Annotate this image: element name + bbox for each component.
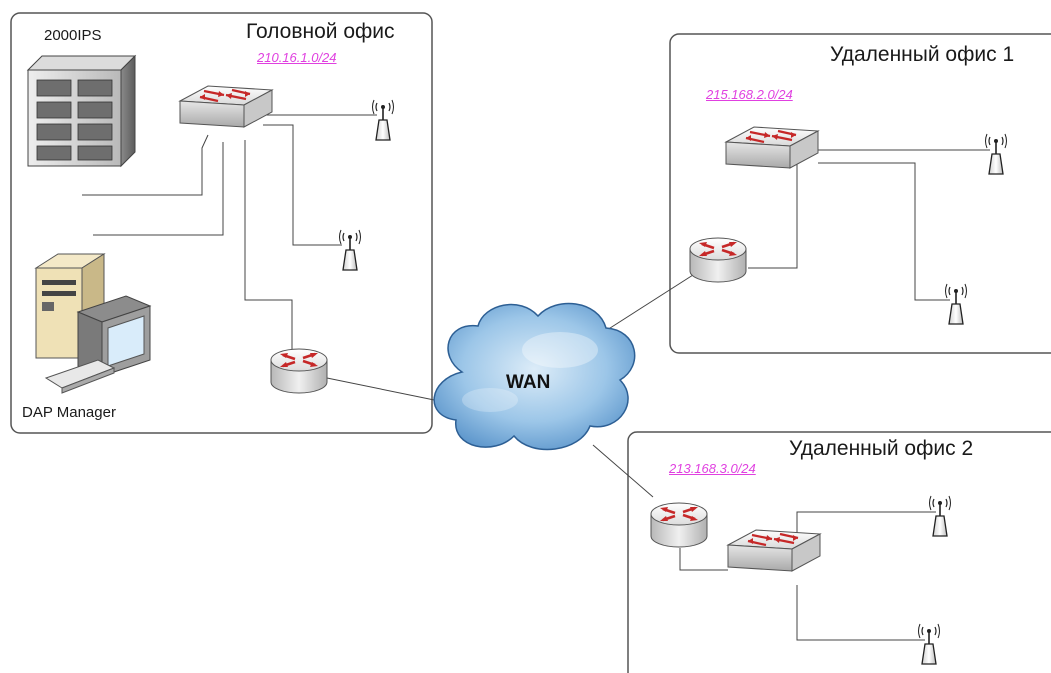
subnet-label-remote-1: 215.168.2.0/24 <box>706 87 793 102</box>
subnet-label-head: 210.16.1.0/24 <box>257 50 337 65</box>
office-title-remote-2: Удаленный офис 2 <box>789 437 974 460</box>
router-icon <box>688 236 748 284</box>
workstation-icon <box>34 253 152 394</box>
server-label: 2000IPS <box>44 27 102 44</box>
office-title-head: Головной офис <box>246 20 395 43</box>
office-panel-remote-2 <box>627 431 1051 673</box>
wan-label: WAN <box>506 372 551 393</box>
router-icon <box>649 501 709 549</box>
router-icon <box>269 347 329 395</box>
workstation-label: DAP Manager <box>22 404 116 421</box>
office-title-remote-1: Удаленный офис 1 <box>830 43 1015 66</box>
server-icon <box>26 54 137 168</box>
office-panel-remote-1 <box>669 33 1051 354</box>
cloud-icon <box>433 302 636 451</box>
subnet-label-remote-2: 213.168.3.0/24 <box>669 461 756 476</box>
